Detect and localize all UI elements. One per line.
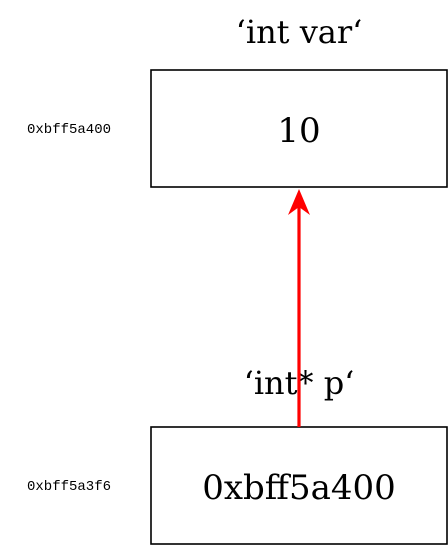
var-address: 0xbff5a400 — [27, 122, 111, 138]
pointer-value: 0xbff5a400 — [202, 468, 396, 508]
var-value: 10 — [277, 111, 320, 151]
pointer-block: ‘int* p‘ 0xbff5a3f6 0xbff5a400 — [27, 364, 448, 545]
pointer-address: 0xbff5a3f6 — [27, 479, 111, 495]
var-type-label: ‘int var‘ — [236, 13, 363, 51]
var-block: ‘int var‘ 0xbff5a400 10 — [27, 13, 448, 188]
var-box — [150, 69, 448, 188]
pointer-arrow-head — [288, 189, 310, 215]
pointer-arrow — [288, 189, 310, 427]
